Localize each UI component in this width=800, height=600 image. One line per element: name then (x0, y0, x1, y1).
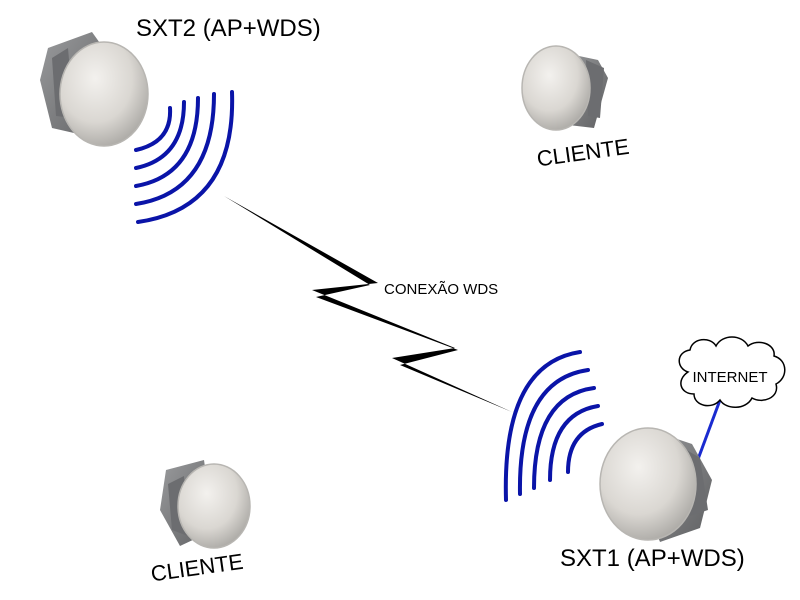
sxt1-antenna-icon (599, 427, 712, 542)
client-top-label: CLIENTE (535, 134, 630, 172)
sxt1-signal-arcs (503, 350, 604, 502)
internet-label: INTERNET (693, 369, 768, 386)
client-bottom-label: CLIENTE (149, 549, 244, 587)
sxt2-signal-arcs (134, 90, 235, 224)
sxt1-label: SXT1 (AP+WDS) (560, 545, 745, 572)
sxt2-antenna-icon (40, 32, 149, 147)
wds-link-label: CONEXÃO WDS (384, 281, 498, 298)
internet-cloud-icon (678, 336, 786, 408)
sxt2-label: SXT2 (AP+WDS) (136, 15, 321, 42)
client-bottom-antenna-icon (160, 460, 251, 549)
wds-link-bolt (224, 196, 512, 412)
client-top-antenna-icon (521, 45, 608, 131)
